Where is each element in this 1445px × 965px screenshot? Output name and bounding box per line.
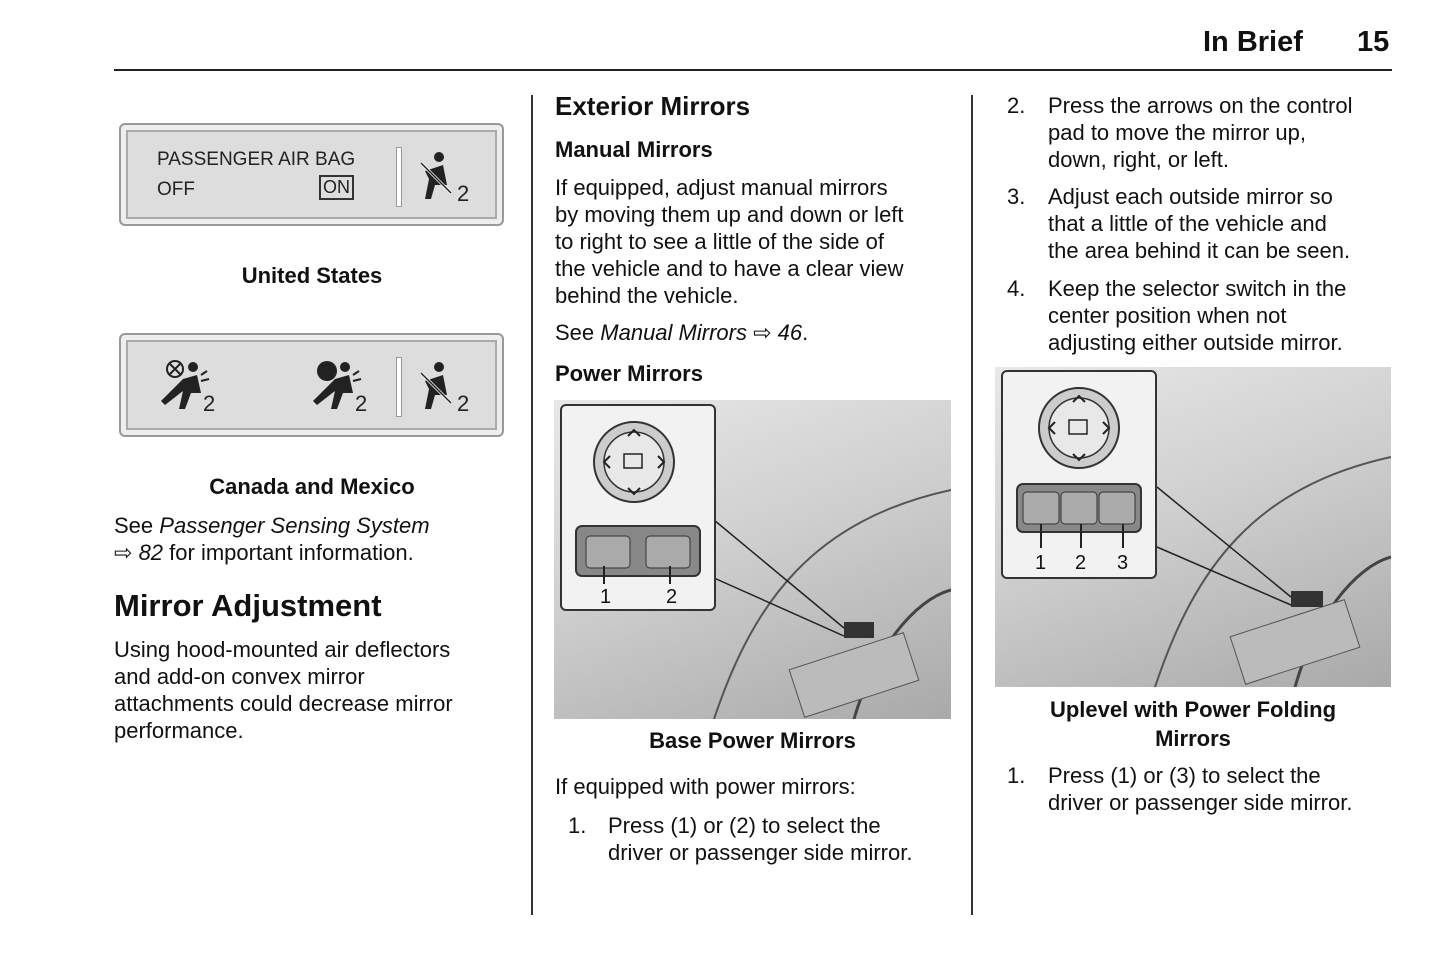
callout-label: 2 — [666, 586, 678, 608]
seatbelt-icon — [419, 362, 453, 409]
caption-united-states: United States — [241, 263, 383, 288]
see-suffix: for important information. — [163, 540, 414, 565]
callout-label: 3 — [1117, 552, 1129, 574]
control-detail-inset: 1 2 3 — [1001, 370, 1157, 579]
caption-base-power-mirrors: Base Power Mirrors — [649, 728, 856, 753]
airbag-on-icon — [313, 361, 362, 409]
step-item: 4. Keep the selector switch in the cente… — [1007, 275, 1397, 356]
base-power-mirrors-illustration: 1 2 — [554, 400, 951, 719]
paragraph-line: performance. — [114, 718, 244, 743]
control-pad-icon — [575, 421, 701, 584]
manual-see-reference: See Manual Mirrors ⇨ 46. — [555, 319, 808, 346]
mirror-adjustment-paragraph: Using hood-mounted air deflectors and ad… — [114, 636, 524, 744]
header-rule — [114, 69, 1392, 71]
door-panel-drawing — [1154, 456, 1391, 687]
step-number: 4. — [1007, 276, 1026, 301]
paragraph-line: the vehicle and to have a clear view — [555, 256, 904, 281]
panel-divider — [396, 357, 402, 417]
seatbelt-icon — [419, 152, 453, 199]
panel-sub-number: 2 — [355, 391, 368, 416]
step-line: the area behind it can be seen. — [1048, 238, 1351, 263]
column-divider-2 — [971, 95, 973, 915]
airbag-off-icon — [161, 360, 210, 409]
airbag-panel-canada-mexico: 2 2 2 — [119, 333, 504, 437]
see-link[interactable]: Manual Mirrors — [600, 320, 747, 345]
step-item: 3. Adjust each outside mirror so that a … — [1007, 183, 1397, 264]
step-line: adjusting either outside mirror. — [1048, 330, 1343, 355]
step-number: 3. — [1007, 184, 1026, 209]
caption-line: Uplevel with Power Folding — [1049, 697, 1337, 722]
paragraph-line: and add-on convex mirror — [114, 664, 365, 689]
step-item: 1. Press (1) or (3) to select the driver… — [1007, 762, 1397, 816]
paragraph-line: attachments could decrease mirror — [114, 691, 453, 716]
page-number: 15 — [1357, 26, 1390, 58]
step-line: pad to move the mirror up, — [1048, 120, 1307, 145]
door-panel-drawing — [713, 489, 951, 719]
arrow-icon: ⇨ — [114, 540, 133, 565]
step-line: Press (1) or (2) to select the — [608, 813, 881, 838]
callout-label: 2 — [1075, 552, 1087, 574]
see-link[interactable]: Passenger Sensing System — [159, 513, 430, 538]
paragraph-line: If equipped, adjust manual mirrors — [555, 175, 888, 200]
power-mirrors-intro: If equipped with power mirrors: — [555, 774, 856, 799]
see-page[interactable]: 46 — [777, 320, 803, 345]
step-item: 1. Press (1) or (2) to select the driver… — [568, 812, 958, 866]
panel-sub-number: 2 — [457, 181, 470, 206]
uplevel-power-folding-illustration: 1 2 3 — [995, 367, 1391, 687]
step-line: Adjust each outside mirror so — [1048, 184, 1333, 209]
manual-mirrors-paragraph: If equipped, adjust manual mirrors by mo… — [555, 174, 965, 309]
step-line: driver or passenger side mirror. — [1048, 790, 1353, 815]
caption-line: Mirrors — [1155, 726, 1231, 751]
step-number: 2. — [1007, 93, 1026, 118]
airbag-panel-us: PASSENGER AIR BAG OFF ON 2 — [119, 123, 504, 226]
control-pad-icon — [1016, 387, 1142, 548]
step-number: 1. — [1007, 763, 1026, 788]
exterior-mirrors-heading: Exterior Mirrors — [555, 91, 751, 121]
callout-label: 1 — [1035, 552, 1047, 574]
step-line: Press (1) or (3) to select the — [1048, 763, 1321, 788]
see-prefix: See — [555, 320, 601, 345]
column-divider-1 — [531, 95, 533, 915]
section-heading: Mirror Adjustment — [114, 588, 382, 623]
panel-off-label: OFF — [157, 179, 195, 200]
power-mirrors-heading: Power Mirrors — [555, 361, 703, 386]
step-line: center position when not — [1048, 303, 1287, 328]
caption-canada-mexico: Canada and Mexico — [209, 474, 415, 499]
see-reference: See Passenger Sensing System ⇨ 82 for im… — [114, 512, 524, 566]
panel-on-indicator: ON — [319, 175, 354, 200]
paragraph-line: to right to see a little of the side of — [555, 229, 884, 254]
step-line: that a little of the vehicle and — [1048, 211, 1327, 236]
control-detail-inset: 1 2 — [560, 404, 716, 611]
step-item: 2. Press the arrows on the control pad t… — [1007, 92, 1397, 173]
step-line: Press the arrows on the control — [1048, 93, 1353, 118]
step-line: Keep the selector switch in the — [1048, 276, 1347, 301]
arrow-icon: ⇨ — [753, 320, 772, 345]
section-title: In Brief — [1203, 26, 1303, 58]
paragraph-line: Using hood-mounted air deflectors — [114, 637, 451, 662]
paragraph-line: by moving them up and down or left — [555, 202, 904, 227]
panel-sub-number: 2 — [203, 391, 216, 416]
see-prefix: See — [114, 513, 160, 538]
step-line: driver or passenger side mirror. — [608, 840, 913, 865]
callout-label: 1 — [600, 586, 612, 608]
panel-sub-number: 2 — [457, 391, 470, 416]
see-end: . — [802, 320, 809, 345]
manual-mirrors-heading: Manual Mirrors — [555, 137, 713, 162]
panel-divider — [396, 147, 402, 207]
panel-label: PASSENGER AIR BAG — [157, 149, 356, 170]
paragraph-line: behind the vehicle. — [555, 283, 739, 308]
step-number: 1. — [568, 813, 587, 838]
caption-uplevel: Uplevel with Power Folding Mirrors — [995, 695, 1391, 753]
see-page[interactable]: 82 — [138, 540, 164, 565]
step-line: down, right, or left. — [1048, 147, 1229, 172]
